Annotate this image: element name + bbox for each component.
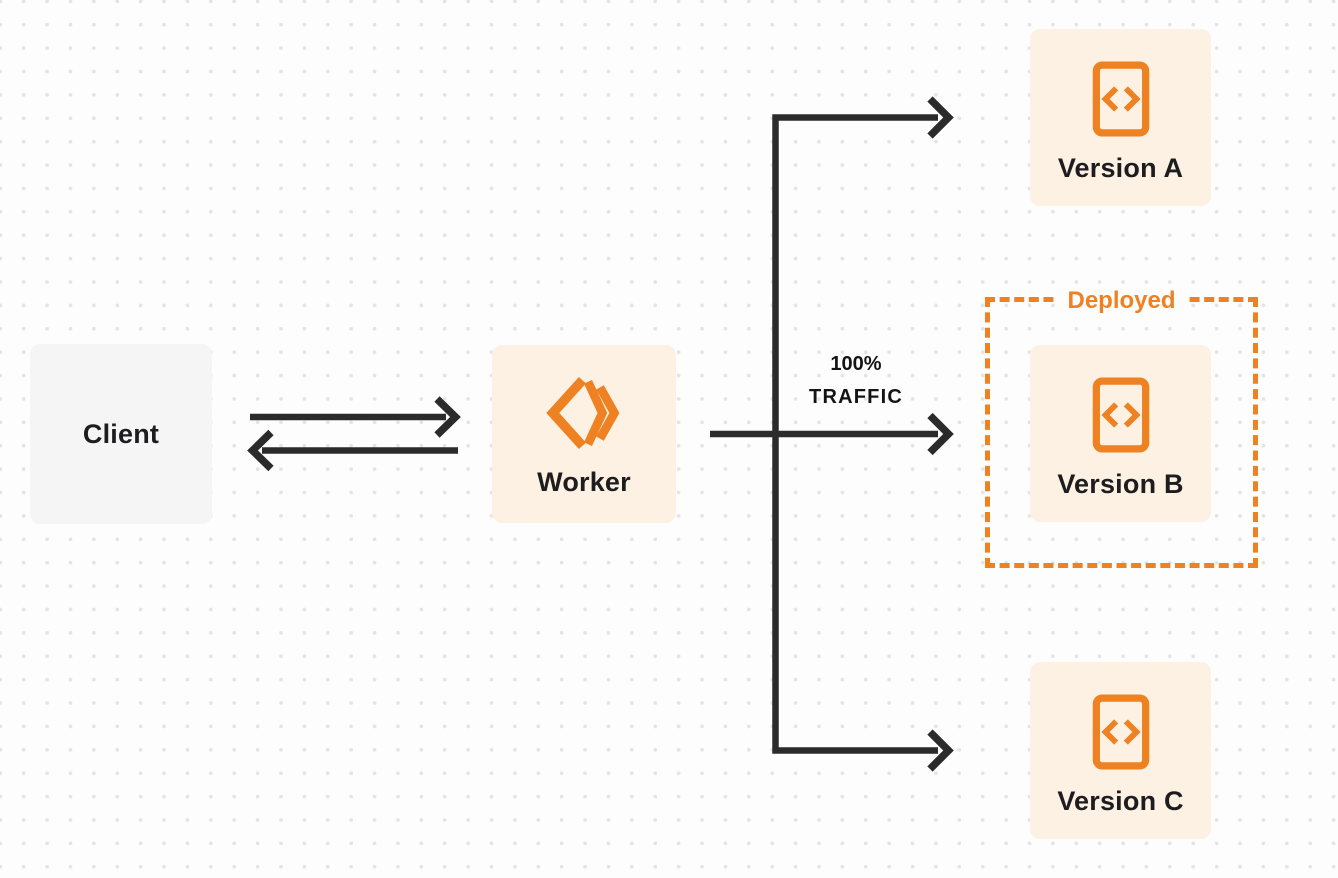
version-c-label: Version C bbox=[1057, 786, 1184, 816]
node-version-c: Version C bbox=[1030, 662, 1211, 839]
code-file-icon bbox=[1092, 694, 1149, 770]
client-to-worker-arrowhead bbox=[434, 396, 461, 438]
deployed-group-outline: Deployed bbox=[985, 286, 1258, 568]
worker-to-client-arrowhead bbox=[247, 429, 274, 472]
deployed-label: Deployed bbox=[1055, 286, 1188, 316]
node-version-a: Version A bbox=[1030, 29, 1211, 206]
workers-logo-icon bbox=[546, 376, 620, 449]
node-version-b: Version B bbox=[1030, 345, 1211, 522]
to-version-a-arrowhead bbox=[927, 96, 954, 139]
client-label: Client bbox=[82, 418, 160, 449]
traffic-percent-text: 100% bbox=[830, 353, 882, 375]
version-b-label: Version B bbox=[1057, 469, 1184, 499]
node-worker: Worker bbox=[492, 345, 676, 523]
branch-line bbox=[772, 114, 938, 754]
worker-to-version-b-arrowhead bbox=[927, 412, 954, 456]
code-file-icon bbox=[1092, 377, 1149, 453]
node-client: Client bbox=[30, 344, 212, 524]
to-version-c-arrowhead bbox=[927, 729, 954, 772]
traffic-word-text: TRAFFIC bbox=[809, 386, 903, 408]
worker-label: Worker bbox=[537, 466, 631, 497]
traffic-label: 100% TRAFFIC bbox=[776, 348, 936, 414]
code-file-icon bbox=[1092, 61, 1149, 137]
version-a-label: Version A bbox=[1057, 153, 1184, 183]
